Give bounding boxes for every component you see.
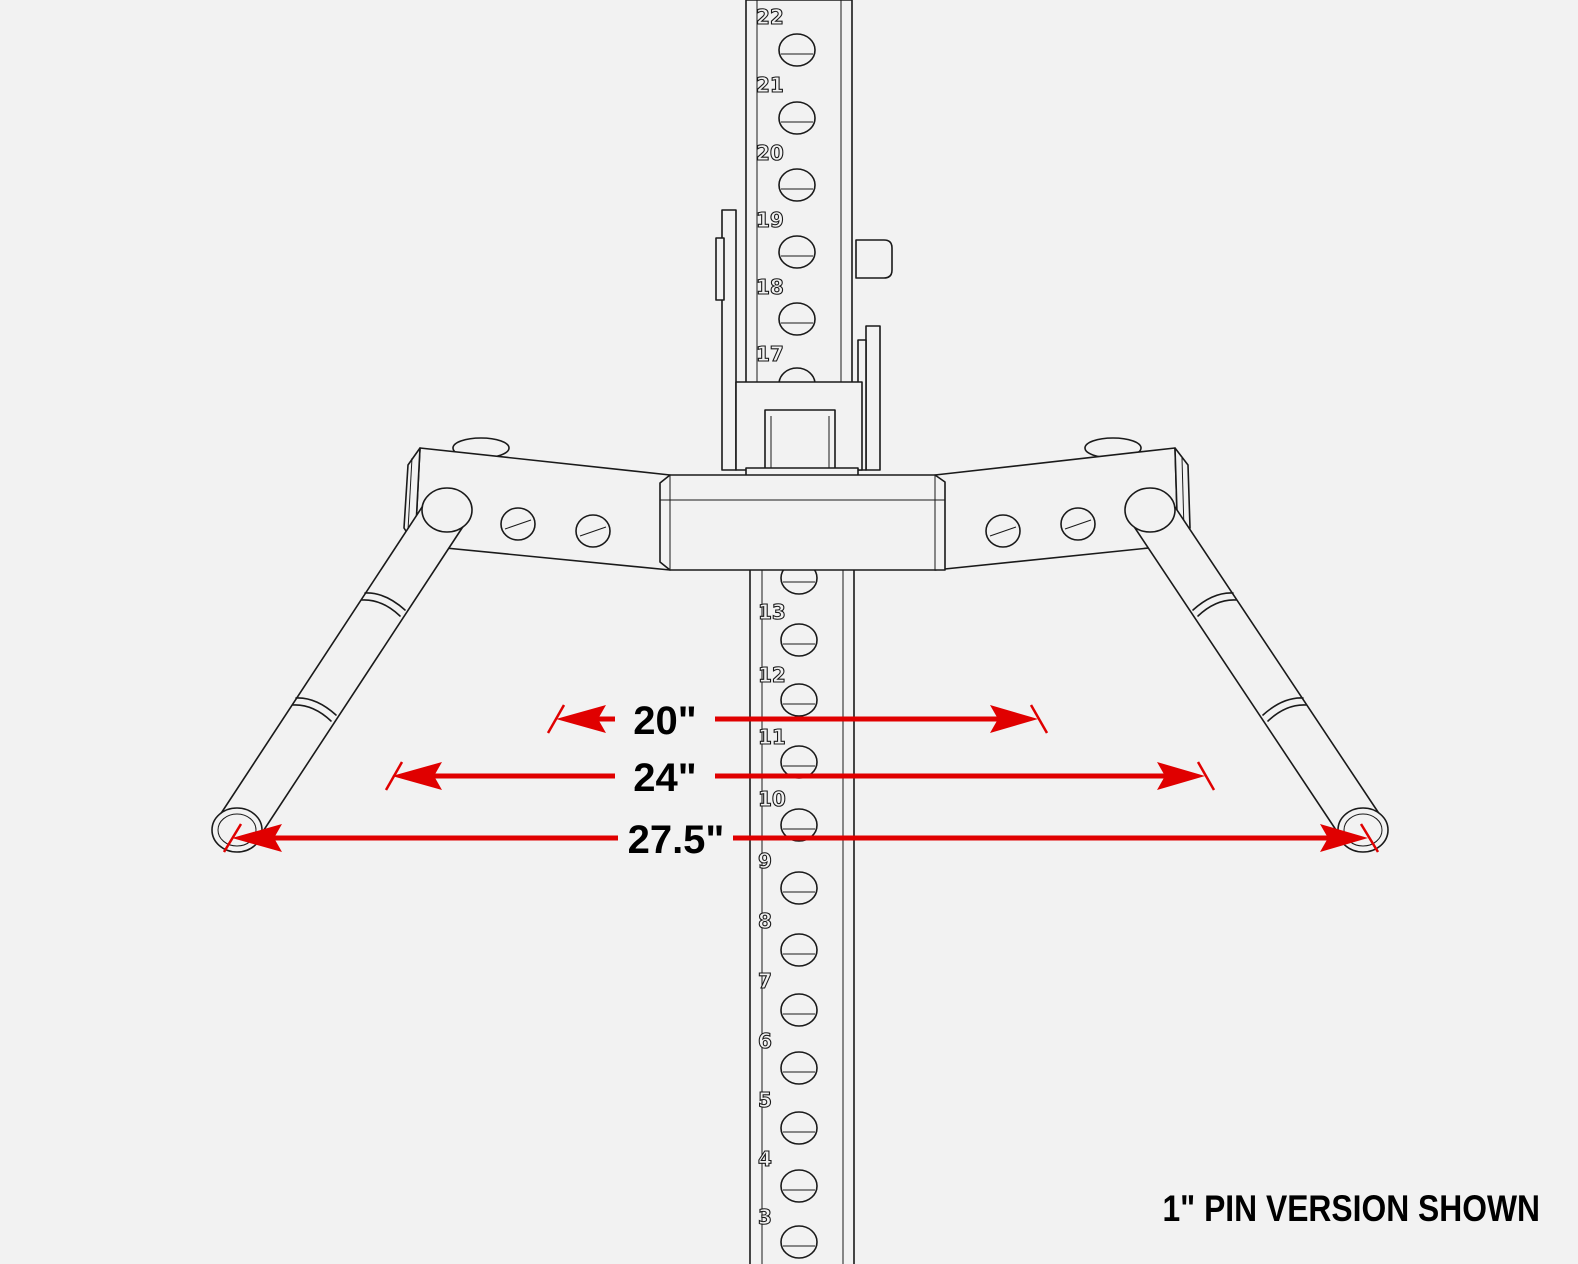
upright-holes-lower (780, 561, 818, 1259)
dimension-label: 24" (633, 756, 696, 800)
hole-number: 22 (756, 5, 784, 29)
arrowhead-left (392, 762, 442, 790)
hole-number: 5 (758, 1088, 772, 1112)
upright-hole (780, 1225, 818, 1259)
mounting-bracket (715, 209, 893, 498)
arrowhead-right (1320, 824, 1368, 852)
dimension-tick-right (1196, 761, 1216, 791)
hole-number: 20 (756, 141, 784, 165)
arrowhead-right (1157, 762, 1205, 790)
dimension-20-inch: 20" (546, 699, 1049, 743)
upright-hole (780, 683, 818, 717)
hole-number: 12 (758, 663, 786, 687)
upright-hole (778, 168, 816, 202)
upright-hole (778, 33, 816, 67)
dimension-tick-right (1359, 823, 1380, 853)
arrowhead-left (232, 824, 282, 852)
hole-number: 6 (758, 1029, 772, 1053)
upright-hole (780, 745, 818, 779)
dimension-tick-left (384, 761, 404, 791)
caption: 1" PIN VERSION SHOWN (1162, 1188, 1540, 1229)
upright-hole (780, 993, 818, 1027)
left-handle (211, 487, 473, 853)
upright-hole (780, 623, 818, 657)
upright-hole (780, 1051, 818, 1085)
hole-number: 21 (756, 73, 784, 97)
upright-hole (780, 871, 818, 905)
hole-numbers-upper: 22 21 20 19 18 17 (755, 4, 784, 366)
hole-numbers-lower: 13 12 11 10 9 8 7 6 5 4 3 (757, 599, 786, 1229)
hole-number: 11 (758, 725, 786, 749)
right-handle (1124, 487, 1389, 853)
hole-number: 3 (758, 1205, 772, 1229)
hole-number: 17 (756, 342, 784, 366)
dimension-label: 27.5" (628, 818, 725, 862)
hole-number: 10 (758, 787, 786, 811)
hole-number: 9 (758, 849, 772, 873)
arrowhead-left (556, 705, 606, 733)
upright-hole (778, 302, 816, 336)
upright-hole (780, 808, 818, 842)
upright-hole (778, 235, 816, 269)
hole-number: 19 (756, 208, 784, 232)
upright-hole (780, 1111, 818, 1145)
upright-hole (778, 101, 816, 135)
dimension-tick-left (546, 704, 566, 734)
dimension-tick-right (1029, 704, 1049, 734)
dimension-tick-left (222, 823, 243, 853)
dimension-label: 20" (633, 699, 696, 743)
y-frame (403, 437, 1191, 571)
hole-number: 18 (756, 275, 784, 299)
hole-number: 4 (758, 1147, 772, 1171)
arrowhead-right (990, 705, 1038, 733)
dimension-27-5-inch: 27.5" (222, 818, 1380, 862)
upright-hole (780, 1169, 818, 1203)
hole-number: 13 (758, 600, 786, 624)
hole-number: 7 (758, 969, 772, 993)
dimension-24-inch: 24" (384, 756, 1216, 800)
upright-hole (780, 933, 818, 967)
hole-number: 8 (758, 909, 772, 933)
